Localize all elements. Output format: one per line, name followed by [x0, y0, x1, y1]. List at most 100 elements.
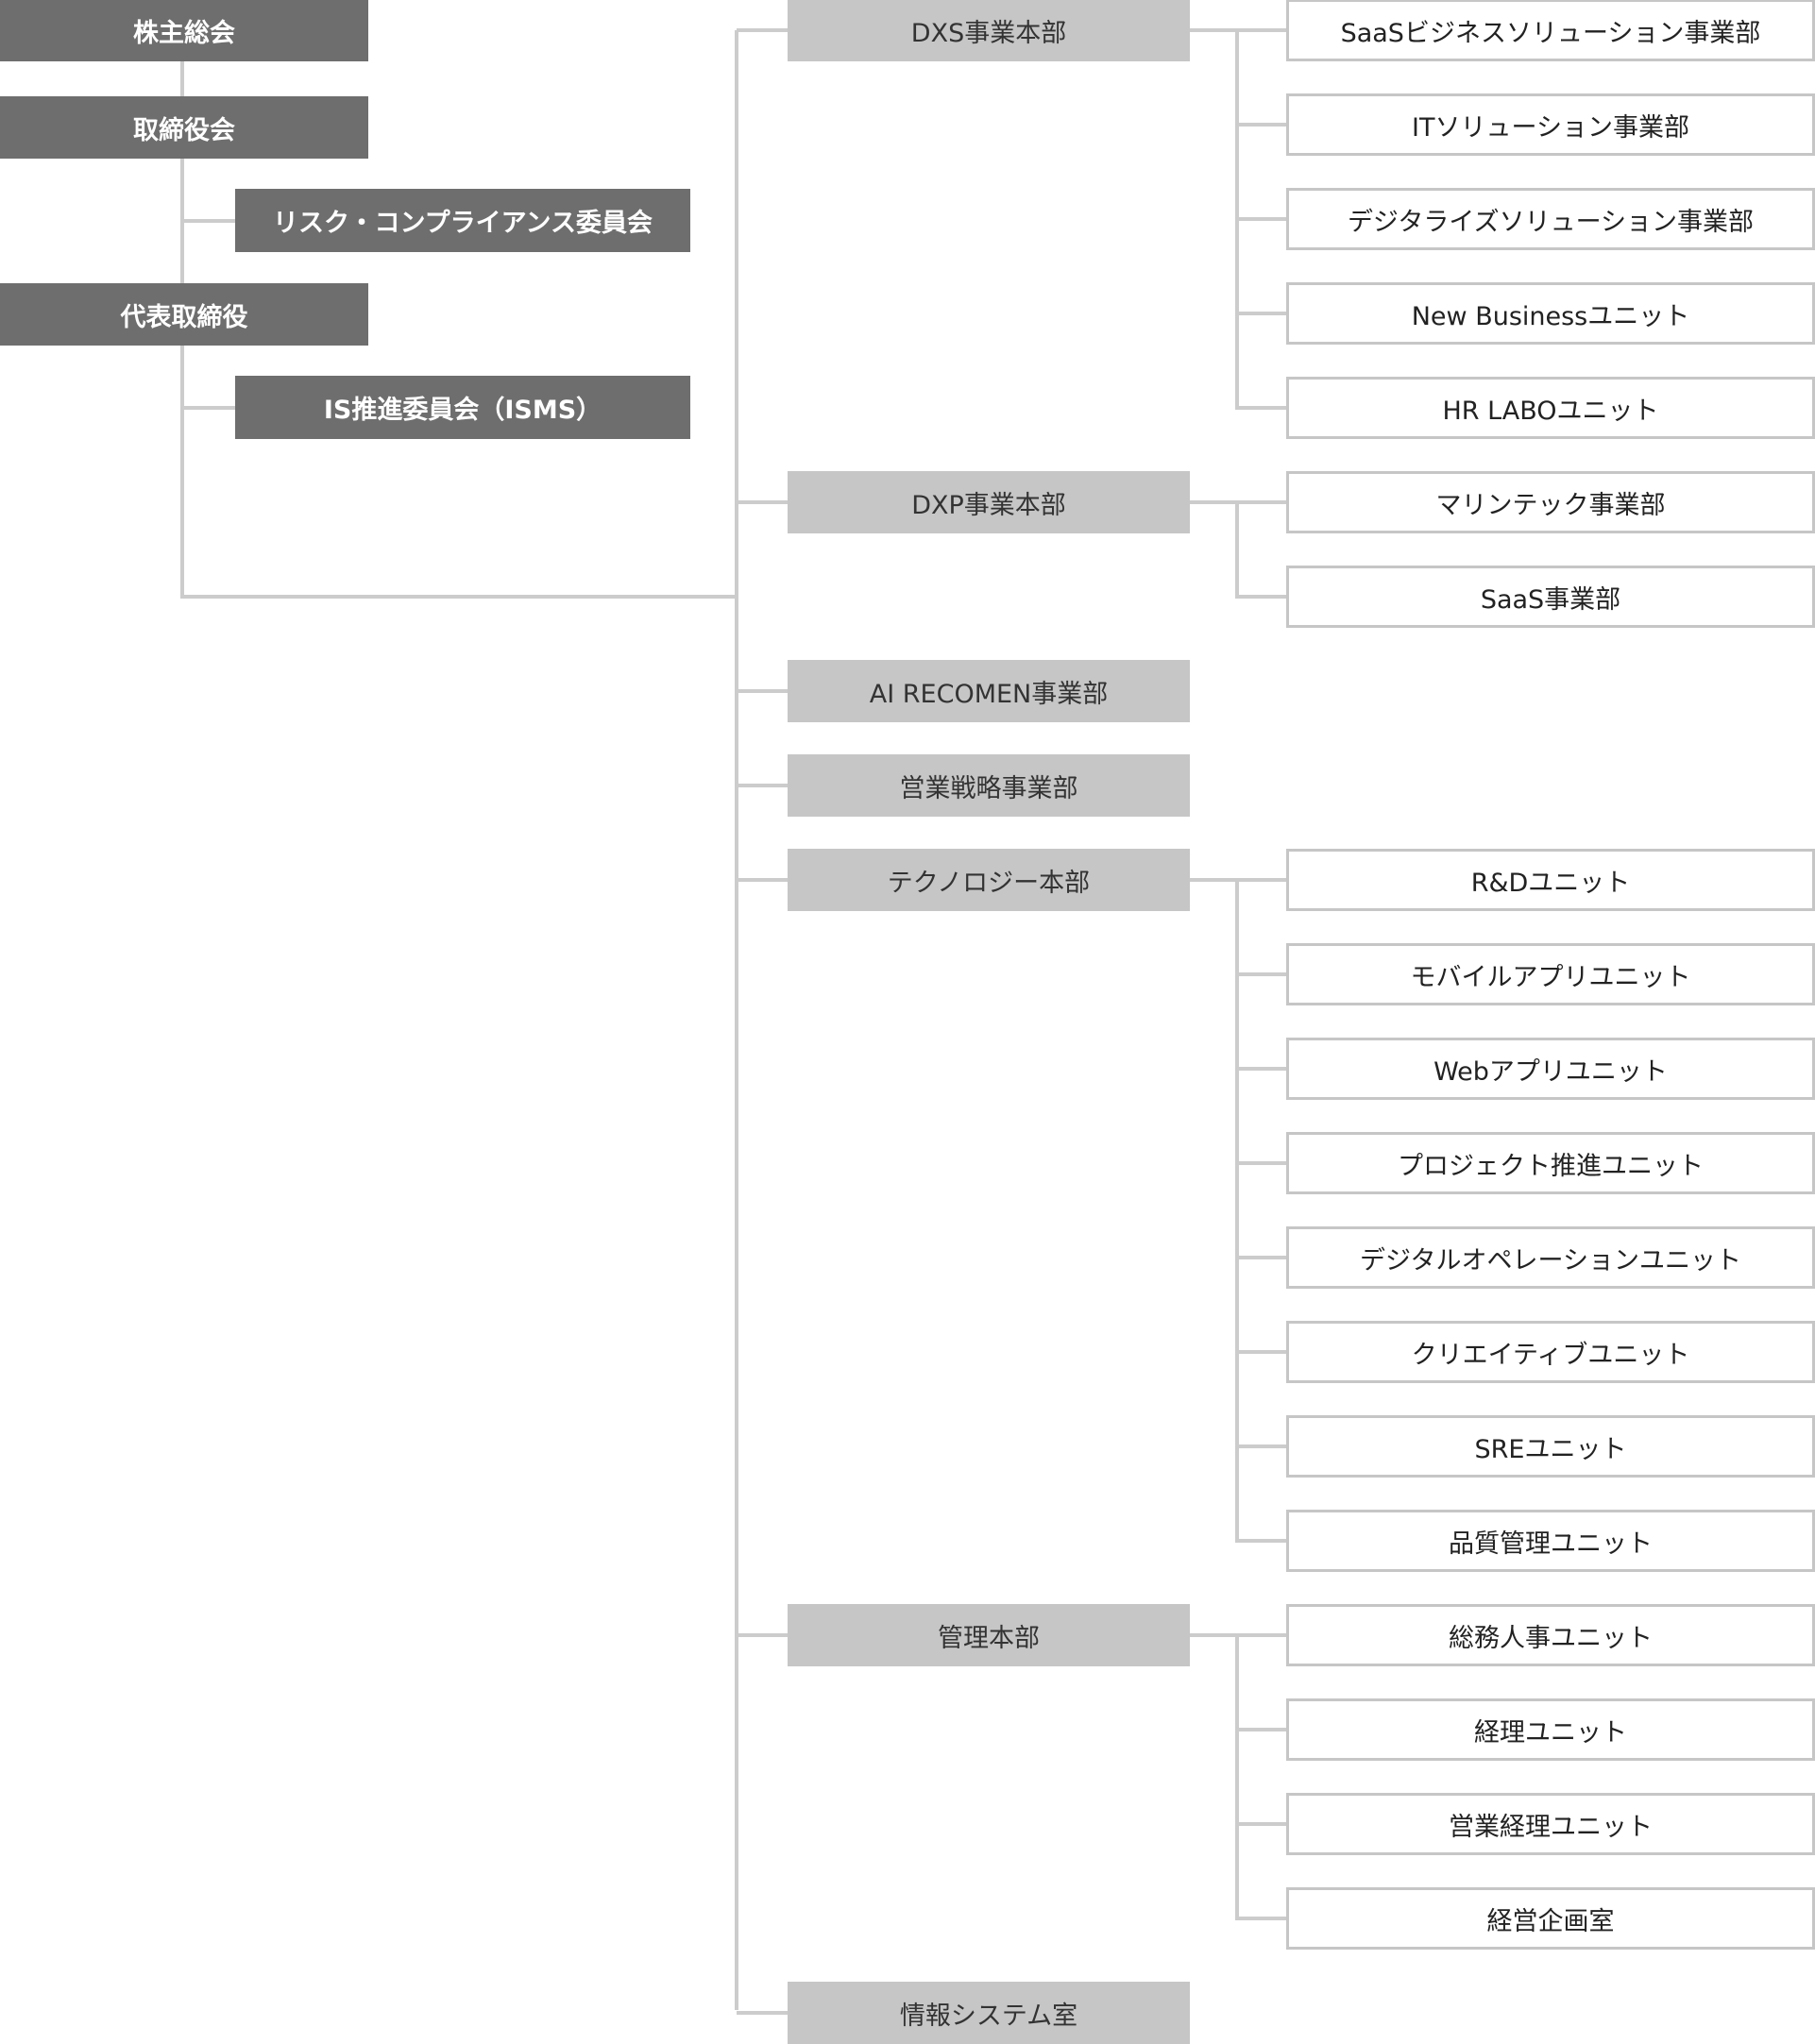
unit-box: モバイルアプリユニット [1286, 943, 1815, 1005]
connector-unit-4-4 [1235, 1256, 1286, 1259]
unit-box: SaaSビジネスソリューション事業部 [1286, 0, 1815, 61]
ceo-label: 代表取締役 [120, 302, 248, 332]
board-box: 取締役会 [0, 96, 368, 159]
division-box: 管理本部 [788, 1604, 1190, 1666]
connector-unit-4-7 [1235, 1539, 1286, 1543]
division-label: DXP事業本部 [911, 490, 1066, 520]
connector-unit-4-2 [1235, 1067, 1286, 1071]
division-label: DXS事業本部 [910, 18, 1067, 48]
connector-unit-spine-4 [1235, 878, 1239, 1543]
division-label: テクノロジー本部 [887, 868, 1091, 898]
connector-ceo-to-divisions [180, 595, 738, 599]
unit-box: マリンテック事業部 [1286, 471, 1815, 533]
connector-division-units-1 [1190, 500, 1237, 504]
unit-label: SaaS事業部 [1480, 584, 1621, 615]
connector-unit-1-1 [1235, 595, 1286, 599]
division-label: 情報システム室 [899, 2001, 1078, 2031]
unit-label: クリエイティブユニット [1411, 1340, 1690, 1370]
unit-box: HR LABOユニット [1286, 377, 1815, 439]
connector-division-0 [737, 28, 788, 32]
division-label: 営業戦略事業部 [899, 773, 1078, 803]
unit-box: 営業経理ユニット [1286, 1793, 1815, 1855]
ceo-box: 代表取締役 [0, 283, 368, 346]
unit-box: クリエイティブユニット [1286, 1321, 1815, 1383]
unit-label: デジタルオペレーションユニット [1360, 1245, 1741, 1275]
unit-label: 経営企画室 [1486, 1906, 1615, 1936]
connector-unit-0-3 [1235, 312, 1286, 315]
connector-unit-4-5 [1235, 1350, 1286, 1354]
unit-label: デジタライズソリューション事業部 [1347, 207, 1755, 237]
division-box: 営業戦略事業部 [788, 754, 1190, 817]
connector-division-3 [737, 784, 788, 787]
connector-unit-spine-5 [1235, 1633, 1239, 1920]
connector-unit-5-0 [1235, 1633, 1286, 1637]
unit-box: ITソリューション事業部 [1286, 93, 1815, 156]
connector-unit-5-1 [1235, 1728, 1286, 1731]
connector-division-2 [737, 689, 788, 693]
is-committee-label: IS推進委員会（ISMS） [323, 396, 602, 425]
connector-unit-0-2 [1235, 217, 1286, 221]
connector-unit-0-4 [1235, 406, 1286, 410]
division-box: AI RECOMEN事業部 [788, 660, 1190, 722]
unit-label: SREユニット [1474, 1434, 1627, 1464]
connector-unit-4-0 [1235, 878, 1286, 882]
connector-unit-0-1 [1235, 123, 1286, 127]
connector-division-4 [737, 878, 788, 882]
unit-box: Webアプリユニット [1286, 1038, 1815, 1100]
division-box: DXS事業本部 [788, 0, 1190, 61]
connector-division-6 [737, 2011, 788, 2015]
connector-unit-4-6 [1235, 1444, 1286, 1448]
unit-label: マリンテック事業部 [1435, 490, 1666, 520]
division-box: 情報システム室 [788, 1982, 1190, 2044]
board-label: 取締役会 [133, 115, 235, 145]
unit-box: 経営企画室 [1286, 1887, 1815, 1950]
division-box: テクノロジー本部 [788, 849, 1190, 911]
unit-label: 総務人事ユニット [1449, 1623, 1653, 1653]
unit-box: 総務人事ユニット [1286, 1604, 1815, 1666]
connector-unit-1-0 [1235, 500, 1286, 504]
connector-division-units-4 [1190, 878, 1237, 882]
unit-label: R&Dユニット [1470, 868, 1631, 898]
connector-unit-spine-1 [1235, 500, 1239, 599]
connector-risk-committee [180, 219, 235, 223]
division-box: DXP事業本部 [788, 471, 1190, 533]
unit-label: 営業経理ユニット [1449, 1812, 1653, 1842]
unit-label: プロジェクト推進ユニット [1398, 1151, 1704, 1181]
unit-box: 品質管理ユニット [1286, 1510, 1815, 1572]
unit-box: プロジェクト推進ユニット [1286, 1132, 1815, 1194]
connector-is-committee [180, 406, 235, 410]
division-label: AI RECOMEN事業部 [869, 679, 1109, 709]
unit-label: HR LABOユニット [1442, 396, 1659, 426]
unit-box: デジタライズソリューション事業部 [1286, 188, 1815, 250]
unit-box: SaaS事業部 [1286, 566, 1815, 628]
connector-division-units-0 [1190, 28, 1237, 32]
connector-division-spine [735, 30, 738, 2010]
connector-division-5 [737, 1633, 788, 1637]
connector-unit-5-2 [1235, 1822, 1286, 1826]
unit-label: 品質管理ユニット [1449, 1529, 1653, 1559]
unit-label: New Businessユニット [1411, 301, 1690, 331]
unit-label: 経理ユニット [1474, 1717, 1627, 1748]
connector-division-units-5 [1190, 1633, 1237, 1637]
division-label: 管理本部 [938, 1623, 1040, 1653]
connector-division-1 [737, 500, 788, 504]
connector-unit-4-1 [1235, 972, 1286, 976]
connector-unit-4-3 [1235, 1161, 1286, 1165]
connector-unit-0-0 [1235, 28, 1286, 32]
unit-box: R&Dユニット [1286, 849, 1815, 911]
unit-label: ITソリューション事業部 [1412, 112, 1689, 143]
connector-unit-5-3 [1235, 1917, 1286, 1920]
unit-label: Webアプリユニット [1433, 1056, 1668, 1087]
unit-label: モバイルアプリユニット [1410, 962, 1691, 992]
risk-committee-label: リスク・コンプライアンス委員会 [272, 209, 653, 238]
unit-box: デジタルオペレーションユニット [1286, 1226, 1815, 1289]
shareholders-label: 株主総会 [133, 19, 235, 48]
unit-box: 経理ユニット [1286, 1698, 1815, 1761]
unit-box: SREユニット [1286, 1415, 1815, 1478]
unit-box: New Businessユニット [1286, 282, 1815, 345]
unit-label: SaaSビジネスソリューション事業部 [1340, 18, 1761, 48]
risk-committee-box: リスク・コンプライアンス委員会 [235, 189, 690, 252]
is-committee-box: IS推進委員会（ISMS） [235, 376, 690, 439]
shareholders-box: 株主総会 [0, 0, 368, 61]
